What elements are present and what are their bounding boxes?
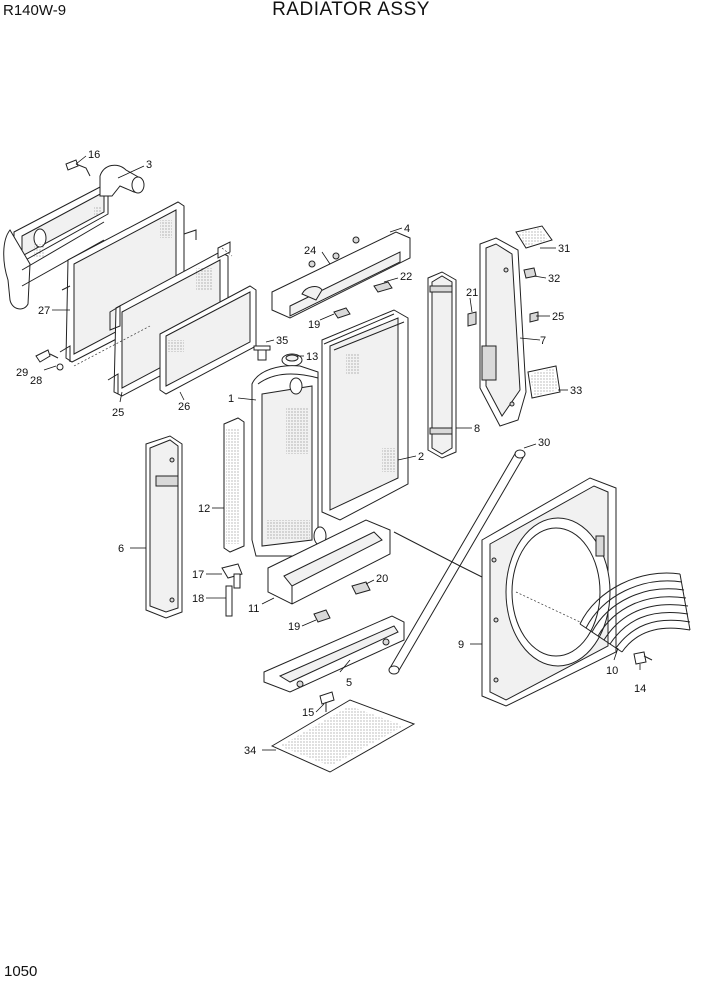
part-fasteners-upper-left <box>35 159 91 371</box>
part-bottom-cover <box>270 699 416 773</box>
callout-32: 32 <box>548 273 560 285</box>
callout-29: 29 <box>16 367 28 379</box>
part-seals-right <box>515 225 561 399</box>
callout-24: 24 <box>304 245 316 257</box>
page-number: 1050 <box>4 963 38 980</box>
part-left-support <box>145 435 183 619</box>
part-fan-guard <box>579 572 691 653</box>
part-bolt-14 <box>633 651 653 665</box>
callout-15: 15 <box>302 707 314 719</box>
callout-20: 20 <box>376 573 388 585</box>
callout-21: 21 <box>466 287 478 299</box>
callout-1: 1 <box>228 393 234 405</box>
part-oil-cooler <box>107 241 231 397</box>
callout-2: 2 <box>418 451 424 463</box>
callout-30: 30 <box>538 437 550 449</box>
callout-25-right: 25 <box>552 311 564 323</box>
part-stay-rod <box>388 449 526 675</box>
callout-26: 26 <box>178 401 190 413</box>
part-radiator-cap <box>253 345 303 367</box>
part-plate-21 <box>467 311 477 327</box>
callout-19-lower: 19 <box>288 621 300 633</box>
callout-27: 27 <box>38 305 50 317</box>
callout-5: 5 <box>346 677 352 689</box>
callout-4: 4 <box>404 223 410 235</box>
part-drain-cock <box>221 563 243 617</box>
callout-11: 11 <box>248 603 259 615</box>
part-right-bracket <box>479 237 527 427</box>
callout-34: 34 <box>244 745 256 757</box>
callout-12: 12 <box>198 503 210 515</box>
callout-25-left: 25 <box>112 407 124 419</box>
part-lower-bracket <box>263 615 405 693</box>
page-title: RADIATOR ASSY <box>272 0 430 20</box>
leader-lines <box>43 155 641 751</box>
callout-13: 13 <box>306 351 318 363</box>
callout-10: 10 <box>606 665 618 677</box>
part-screen <box>159 285 257 395</box>
callout-3: 3 <box>146 159 152 171</box>
callout-17: 17 <box>192 569 204 581</box>
part-upper-bracket <box>271 231 411 319</box>
callout-31: 31 <box>558 243 570 255</box>
part-intercooler <box>321 309 409 521</box>
callout-22: 22 <box>400 271 412 283</box>
callout-35: 35 <box>276 335 288 347</box>
callout-6: 6 <box>118 543 124 555</box>
part-side-seal <box>223 417 245 553</box>
part-side-plate <box>427 271 457 459</box>
callout-19-upper: 19 <box>308 319 320 331</box>
callout-labels: 16 3 27 29 28 25 26 4 24 22 19 35 13 1 2… <box>16 149 646 757</box>
callout-18: 18 <box>192 593 204 605</box>
part-air-duct <box>3 164 145 310</box>
part-bolt-15 <box>319 691 335 712</box>
part-fan-shroud <box>481 477 617 707</box>
callout-7: 7 <box>540 335 546 347</box>
callout-9: 9 <box>458 639 464 651</box>
part-radiator <box>251 365 327 557</box>
callout-28: 28 <box>30 375 42 387</box>
part-pads-upper <box>333 281 393 319</box>
callout-8: 8 <box>474 423 480 435</box>
part-lower-tank <box>267 519 391 605</box>
callout-16: 16 <box>88 149 100 161</box>
callout-14: 14 <box>634 683 646 695</box>
model-number: R140W-9 <box>3 2 67 19</box>
part-pads-lower <box>313 581 371 623</box>
callout-33: 33 <box>570 385 582 397</box>
